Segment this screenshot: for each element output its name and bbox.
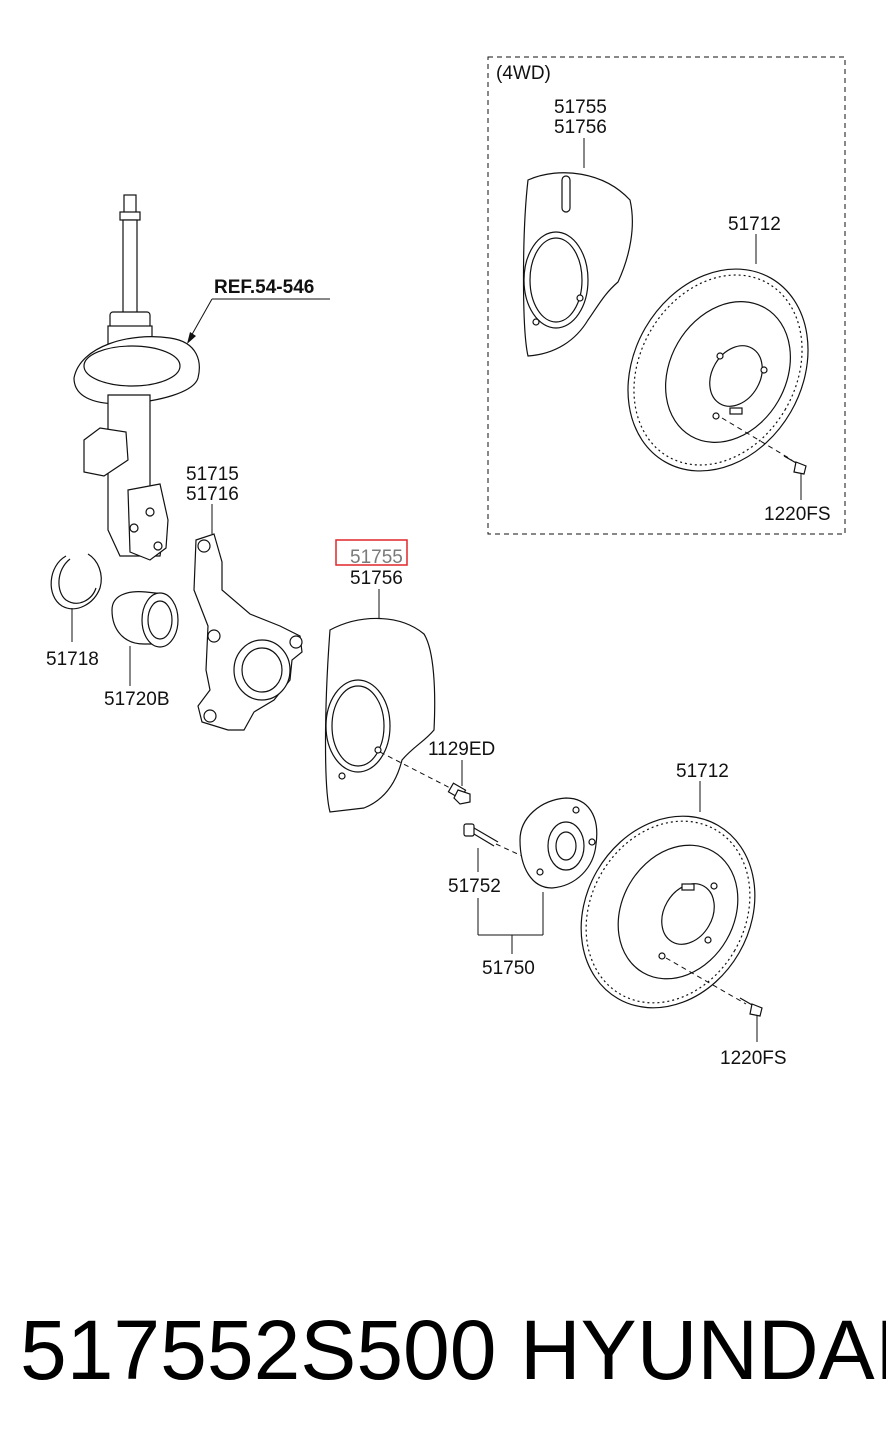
brake-disc-4wd: [627, 268, 809, 472]
label-ref-54-546: REF.54-546: [214, 277, 314, 298]
label-51750: 51750: [482, 958, 535, 979]
screw-1220fs-main: [739, 997, 763, 1017]
footer: 517552S500 HYUNDAI: [0, 1300, 886, 1400]
brake-disc-main: [580, 815, 756, 1009]
label-51716: 51716: [186, 484, 239, 505]
wheel-hub: [519, 797, 598, 889]
part-number: 517552S500: [20, 1303, 497, 1397]
label-51720b: 51720B: [104, 689, 170, 710]
screw-1220fs-4wd: [783, 455, 807, 475]
hub-bolt: [463, 823, 499, 847]
label-51756-4wd: 51756: [554, 117, 607, 138]
snap-ring: [50, 553, 102, 610]
label-1220fs-4wd: 1220FS: [764, 504, 831, 525]
4wd-inset-title: (4WD): [496, 63, 551, 84]
label-51712-4wd: 51712: [728, 214, 781, 235]
steering-knuckle: [193, 533, 303, 731]
highlight-box-51755: [335, 539, 408, 566]
label-51712-main: 51712: [676, 761, 729, 782]
label-51752: 51752: [448, 876, 501, 897]
label-51756-main: 51756: [350, 568, 403, 589]
strut-assembly: [73, 194, 200, 561]
dust-shield-main: [324, 617, 436, 813]
dust-shield-4wd: [522, 172, 633, 357]
4wd-inset-frame: [487, 56, 846, 535]
bolt-1129ed: [447, 782, 471, 805]
wheel-bearing: [111, 591, 179, 648]
label-51755-4wd: 51755: [554, 97, 607, 118]
label-1129ed: 1129ED: [428, 739, 495, 760]
label-51715: 51715: [186, 464, 239, 485]
brand-name: HYUNDAI: [520, 1303, 886, 1397]
label-51718: 51718: [46, 649, 99, 670]
label-51755-highlighted: 51755: [350, 547, 403, 568]
label-1220fs-main: 1220FS: [720, 1048, 787, 1069]
